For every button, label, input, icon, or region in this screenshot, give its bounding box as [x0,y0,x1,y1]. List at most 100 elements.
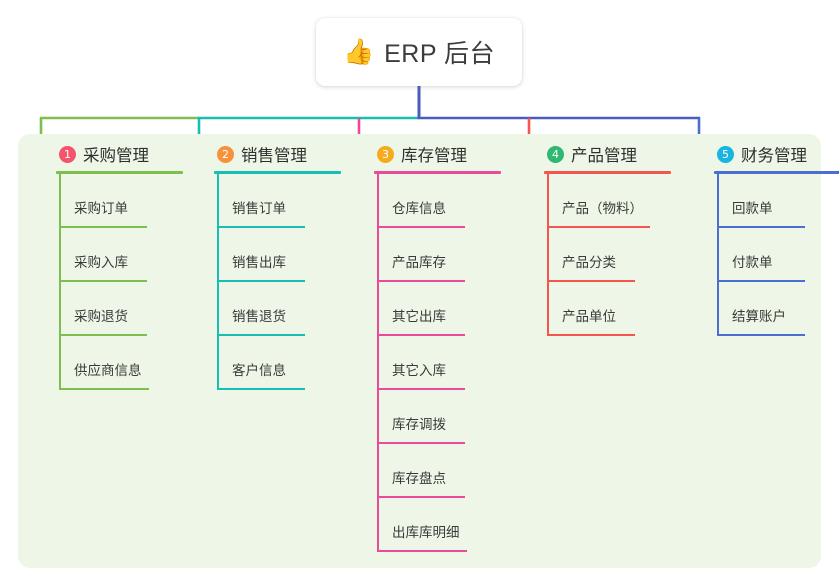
branch-header-1[interactable]: 1 采购管理 [38,134,198,174]
branch-item[interactable]: 客户信息 [196,336,356,390]
branch-item-underline [377,226,465,228]
branch-item-underline [547,334,635,336]
branch-number-badge: 3 [377,145,394,163]
branch-item-underline [547,280,635,282]
branch-item-underline [59,280,147,282]
branch-item[interactable]: 采购订单 [38,174,198,228]
branch-item-label: 客户信息 [232,363,286,378]
branch-number-badge: 1 [59,145,76,163]
branch-item-underline [547,226,650,228]
branch-items-list: 销售订单销售出库销售退货客户信息 [196,174,356,390]
branch-item-label: 销售退货 [232,309,286,324]
branch-item[interactable]: 结算账户 [696,282,839,336]
branch-item[interactable]: 库存盘点 [356,444,516,498]
branch-item-underline [217,334,305,336]
branch-items-list: 仓库信息产品库存其它出库其它入库库存调拨库存盘点出库库明细 [356,174,516,552]
branch-spine [59,174,61,390]
branch-item-label: 销售出库 [232,255,286,270]
branch-item-underline [217,388,305,390]
branch-item[interactable]: 出库库明细 [356,498,516,552]
branch-item[interactable]: 销售出库 [196,228,356,282]
branch-item-underline [217,280,305,282]
branch-title: 采购管理 [83,147,149,165]
branch-header-5[interactable]: 5 财务管理 [696,134,839,174]
branch-item[interactable]: 销售退货 [196,282,356,336]
branch-item-label: 库存调拨 [392,417,446,432]
branch-item-underline [377,388,465,390]
branch-item-label: 产品单位 [562,309,616,324]
branch-column-4: 4 产品管理产品（物料） 产品分类产品单位 [526,134,686,336]
branch-item-underline [377,442,465,444]
thumbs-up-icon: 👍 [342,37,375,66]
root-node-title: ERP 后台 [384,40,496,68]
branch-column-3: 3 库存管理仓库信息产品库存其它出库其它入库库存调拨库存盘点出库库明细 [356,134,516,552]
branch-item[interactable]: 其它出库 [356,282,516,336]
branch-item[interactable]: 产品库存 [356,228,516,282]
branch-item-label: 仓库信息 [392,201,446,216]
branch-number-badge: 5 [717,145,734,163]
branch-item-underline [217,226,305,228]
branch-item[interactable]: 销售订单 [196,174,356,228]
branch-header-underline [56,171,183,174]
branch-item-label: 结算账户 [732,309,786,324]
branch-item-underline [377,280,465,282]
branch-items-list: 回款单付款单结算账户 [696,174,839,336]
branch-item[interactable]: 产品分类 [526,228,686,282]
branch-item-label: 其它出库 [392,309,446,324]
branch-title: 销售管理 [241,147,307,165]
branch-header-3[interactable]: 3 库存管理 [356,134,516,174]
branch-spine [217,174,219,390]
branch-item[interactable]: 付款单 [696,228,839,282]
branch-item-label: 采购退货 [74,309,128,324]
branch-item-label: 库存盘点 [392,471,446,486]
branch-item-underline [717,280,805,282]
branch-column-1: 1 采购管理采购订单采购入库采购退货供应商信息 [38,134,198,390]
branch-item-underline [377,496,465,498]
branch-item-label: 供应商信息 [74,363,142,378]
branch-item-underline [377,334,465,336]
branch-item[interactable]: 产品单位 [526,282,686,336]
branch-item-underline [717,334,805,336]
branch-item[interactable]: 其它入库 [356,336,516,390]
branch-title: 库存管理 [401,147,467,165]
branch-spine [547,174,549,336]
branch-item[interactable]: 库存调拨 [356,390,516,444]
branch-item-label: 付款单 [732,255,773,270]
branch-number-badge: 4 [547,145,564,163]
branch-spine [717,174,719,336]
branch-title: 财务管理 [741,147,807,165]
branch-spine [377,174,379,552]
branch-header-underline [544,171,671,174]
branch-item-underline [59,388,149,390]
branch-header-underline [714,171,839,174]
branch-item[interactable]: 采购退货 [38,282,198,336]
branch-item-label: 出库库明细 [392,525,460,540]
branch-item[interactable]: 回款单 [696,174,839,228]
branch-item-underline [377,550,467,552]
branch-item-label: 采购订单 [74,201,128,216]
branch-item[interactable]: 产品（物料） [526,174,686,228]
branch-item[interactable]: 供应商信息 [38,336,198,390]
branch-item-underline [59,226,147,228]
branch-item-underline [717,226,805,228]
branch-item-label: 产品（物料） [562,201,643,216]
branch-items-list: 产品（物料） 产品分类产品单位 [526,174,686,336]
branch-item-label: 采购入库 [74,255,128,270]
branch-item-label: 销售订单 [232,201,286,216]
branch-item-label: 产品分类 [562,255,616,270]
branch-item[interactable]: 采购入库 [38,228,198,282]
branch-header-underline [214,171,341,174]
branch-header-4[interactable]: 4 产品管理 [526,134,686,174]
branch-title: 产品管理 [571,147,637,165]
branch-item-label: 其它入库 [392,363,446,378]
root-node-erp-backend[interactable]: 👍 ERP 后台 [316,18,522,86]
branch-item-label: 产品库存 [392,255,446,270]
branch-item[interactable]: 仓库信息 [356,174,516,228]
branch-item-label: 回款单 [732,201,773,216]
branch-header-underline [374,171,501,174]
branch-items-list: 采购订单采购入库采购退货供应商信息 [38,174,198,390]
